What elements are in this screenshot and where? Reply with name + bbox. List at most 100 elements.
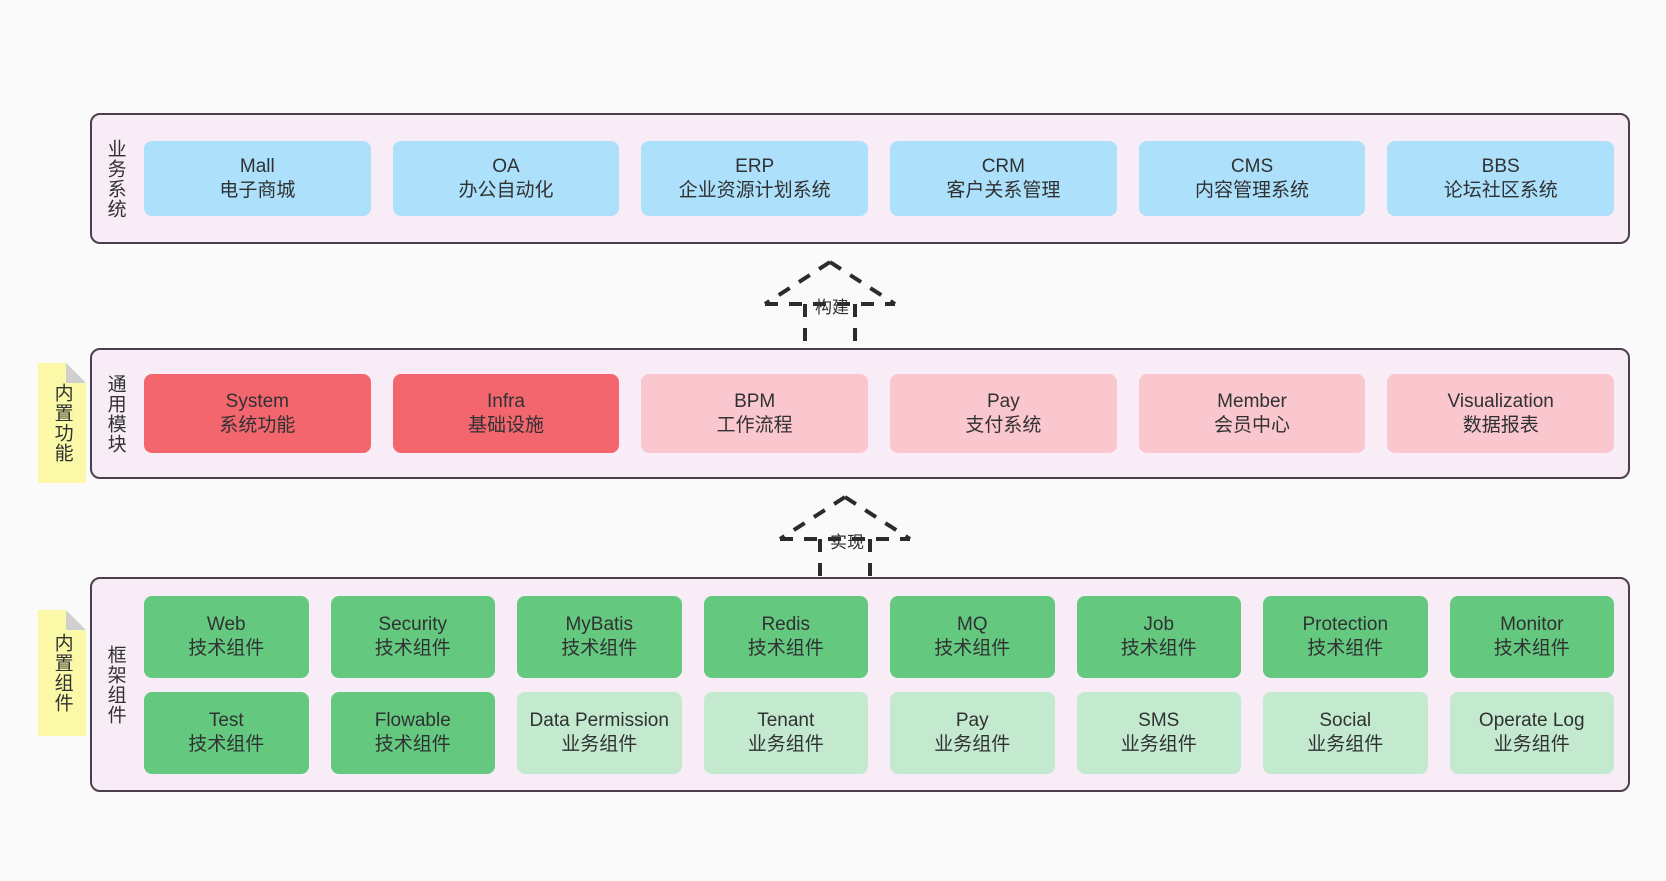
card-subtitle: 业务组件	[934, 733, 1011, 755]
sticky-note-builtin-function: 内置功能	[38, 363, 86, 483]
card-subtitle: 数据报表	[1462, 414, 1539, 436]
card-subtitle: 系统功能	[219, 414, 296, 436]
card-subtitle: 会员中心	[1214, 414, 1291, 436]
card-protection[interactable]: Protection 技术组件	[1263, 595, 1428, 678]
card-redis[interactable]: Redis 技术组件	[703, 595, 868, 678]
card-subtitle: 技术组件	[747, 637, 824, 659]
card-title: Operate Log	[1478, 709, 1585, 731]
card-title: Test	[208, 709, 244, 731]
card-subtitle: 企业资源计划系统	[678, 179, 831, 201]
sticky-note-builtin-component: 内置组件	[38, 610, 86, 736]
card-bbs[interactable]: BBS 论坛社区系统	[1387, 141, 1615, 216]
card-title: Visualization	[1447, 390, 1554, 412]
card-title: CRM	[981, 155, 1025, 177]
card-oa[interactable]: OA 办公自动化	[392, 141, 620, 216]
card-title: Monitor	[1500, 613, 1564, 635]
layer-framework-component: 框架组件 Web 技术组件 Security 技术组件 MyBatis 技术组件…	[90, 577, 1630, 792]
layer-body-frame: Web 技术组件 Security 技术组件 MyBatis 技术组件 Redi…	[138, 579, 1628, 790]
card-subtitle: 基础设施	[468, 414, 545, 436]
card-title: CMS	[1230, 155, 1274, 177]
card-subtitle: 技术组件	[1493, 637, 1570, 659]
card-title: Member	[1217, 390, 1287, 412]
card-title: Web	[206, 613, 246, 635]
card-subtitle: 客户关系管理	[946, 179, 1061, 201]
card-subtitle: 业务组件	[1120, 733, 1197, 755]
layer-title-frame: 框架组件	[104, 644, 126, 725]
card-subtitle: 办公自动化	[458, 179, 554, 201]
card-job[interactable]: Job 技术组件	[1076, 595, 1241, 678]
layer-body-business: Mall 电子商城 OA 办公自动化 ERP 企业资源计划系统 CRM 客户关系…	[138, 115, 1628, 242]
layer-business-system: 业务系统 Mall 电子商城 OA 办公自动化 ERP 企业资源计划系统 CRM…	[90, 113, 1630, 244]
card-title: MyBatis	[565, 613, 634, 635]
card-cms[interactable]: CMS 内容管理系统	[1138, 141, 1366, 216]
card-mybatis[interactable]: MyBatis 技术组件	[517, 595, 682, 678]
card-row: Web 技术组件 Security 技术组件 MyBatis 技术组件 Redi…	[144, 595, 1614, 678]
card-title: Security	[378, 613, 448, 635]
card-title: MQ	[956, 613, 988, 635]
card-pay[interactable]: Pay 支付系统	[890, 374, 1117, 453]
layer-title-common: 通用模块	[104, 373, 126, 454]
card-row: System 系统功能 Infra 基础设施 BPM 工作流程 Pay 支付系统…	[144, 374, 1615, 453]
card-subtitle: 支付系统	[965, 414, 1042, 436]
card-row: Test 技术组件 Flowable 技术组件 Data Permission …	[144, 691, 1614, 774]
card-bpm[interactable]: BPM 工作流程	[641, 374, 869, 453]
layer-common-module: 通用模块 System 系统功能 Infra 基础设施 BPM 工作流程 Pay…	[90, 348, 1630, 479]
card-subtitle: 技术组件	[1120, 637, 1197, 659]
card-title: Pay	[955, 709, 989, 731]
card-subtitle: 业务组件	[1307, 733, 1384, 755]
card-title: Flowable	[374, 709, 451, 731]
card-subtitle: 内容管理系统	[1195, 179, 1310, 201]
card-subtitle: 业务组件	[747, 733, 824, 755]
card-subtitle: 技术组件	[188, 637, 265, 659]
card-pay-business[interactable]: Pay 业务组件	[890, 691, 1055, 774]
card-web[interactable]: Web 技术组件	[144, 595, 309, 678]
card-subtitle: 业务组件	[1493, 733, 1570, 755]
card-title: Redis	[761, 613, 811, 635]
card-subtitle: 工作流程	[716, 414, 793, 436]
card-subtitle: 电子商城	[219, 179, 296, 201]
card-title: Infra	[486, 390, 526, 412]
card-member[interactable]: Member 会员中心	[1138, 374, 1366, 453]
card-title: Job	[1143, 613, 1175, 635]
card-infra[interactable]: Infra 基础设施	[392, 374, 620, 453]
card-tenant[interactable]: Tenant 业务组件	[703, 691, 868, 774]
card-crm[interactable]: CRM 客户关系管理	[890, 141, 1117, 216]
card-title: Mall	[239, 155, 275, 177]
card-subtitle: 技术组件	[188, 733, 265, 755]
card-operate-log[interactable]: Operate Log 业务组件	[1449, 691, 1614, 774]
card-subtitle: 论坛社区系统	[1443, 179, 1558, 201]
card-title: System	[225, 390, 290, 412]
sticky-note-text: 内置功能	[51, 383, 73, 463]
card-title: Social	[1319, 709, 1372, 731]
card-data-permission[interactable]: Data Permission 业务组件	[517, 691, 682, 774]
card-subtitle: 技术组件	[374, 733, 451, 755]
sticky-note-text: 内置组件	[51, 633, 73, 713]
card-subtitle: 业务组件	[561, 733, 638, 755]
card-visualization[interactable]: Visualization 数据报表	[1387, 374, 1615, 453]
card-title: Tenant	[757, 709, 815, 731]
card-subtitle: 技术组件	[561, 637, 638, 659]
arrow-label-implement: 实现	[830, 533, 864, 552]
card-sms[interactable]: SMS 业务组件	[1076, 691, 1241, 774]
card-subtitle: 技术组件	[934, 637, 1011, 659]
card-title: BPM	[734, 390, 776, 412]
card-title: ERP	[735, 155, 775, 177]
card-title: Data Permission	[529, 709, 669, 731]
card-mall[interactable]: Mall 电子商城	[144, 141, 371, 216]
arrow-label-build: 构建	[815, 298, 849, 317]
card-row: Mall 电子商城 OA 办公自动化 ERP 企业资源计划系统 CRM 客户关系…	[144, 141, 1615, 216]
card-system[interactable]: System 系统功能	[144, 374, 371, 453]
layer-body-common: System 系统功能 Infra 基础设施 BPM 工作流程 Pay 支付系统…	[138, 350, 1628, 477]
card-monitor[interactable]: Monitor 技术组件	[1449, 595, 1614, 678]
card-title: Pay	[986, 390, 1020, 412]
card-mq[interactable]: MQ 技术组件	[890, 595, 1055, 678]
card-title: SMS	[1138, 709, 1180, 731]
card-title: Protection	[1302, 613, 1389, 635]
card-subtitle: 技术组件	[1307, 637, 1384, 659]
card-erp[interactable]: ERP 企业资源计划系统	[641, 141, 869, 216]
card-social[interactable]: Social 业务组件	[1263, 691, 1428, 774]
card-flowable[interactable]: Flowable 技术组件	[330, 691, 495, 774]
card-test[interactable]: Test 技术组件	[144, 691, 309, 774]
card-security[interactable]: Security 技术组件	[330, 595, 495, 678]
